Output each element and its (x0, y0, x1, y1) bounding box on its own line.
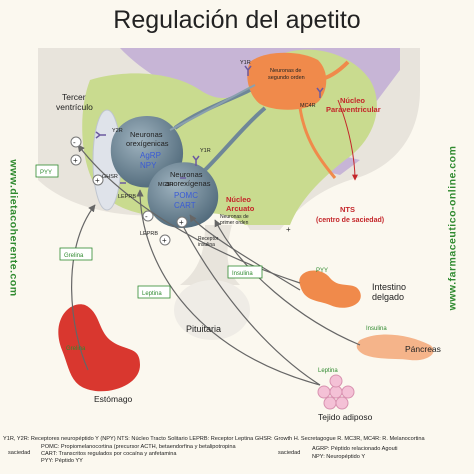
svg-text:LEPRB: LEPRB (118, 194, 136, 200)
svg-text:NPY: NPY (140, 161, 157, 170)
svg-text:CART: CART (174, 201, 196, 210)
svg-text:AgRP: AgRP (140, 151, 161, 160)
paraventricular-label: Núcleo (340, 96, 365, 105)
svg-text:Arcuato: Arcuato (226, 204, 255, 213)
svg-text:-: - (73, 138, 76, 147)
nts-label: NTS (340, 205, 355, 214)
sign-markers (70, 136, 188, 246)
leptina-box (137, 285, 171, 299)
svg-text:primer orden: primer orden (220, 220, 249, 226)
svg-text:Leptina: Leptina (318, 368, 338, 374)
pituitary (174, 280, 250, 340)
svg-text:(centro de saciedad): (centro de saciedad) (316, 217, 384, 224)
anorexigenas-label: Neuronas (170, 170, 203, 179)
svg-text:Receptor: Receptor (198, 236, 219, 242)
svg-text:Grelina: Grelina (64, 253, 84, 259)
svg-text:LEPRB: LEPRB (140, 231, 158, 237)
pyy-box (35, 164, 59, 178)
svg-text:anorexígenas: anorexígenas (165, 179, 211, 188)
tejido-label: Tejido adiposo (318, 412, 373, 422)
insulina-box (227, 265, 263, 279)
svg-text:Y2R: Y2R (112, 128, 123, 134)
svg-text:GHSR: GHSR (102, 174, 118, 180)
right-watermark: www.farmaceutico-online.com (446, 145, 459, 311)
svg-text:POMC: POMC (174, 191, 198, 200)
receptor-icons (95, 65, 324, 184)
svg-text:Insulina: Insulina (366, 326, 387, 332)
second-order-neuron (247, 52, 327, 110)
svg-text:+: + (179, 218, 184, 227)
svg-text:orexígenicas: orexígenicas (126, 139, 169, 148)
anorexigenic-neuron (147, 162, 219, 228)
orexigenicas-label: Neuronas (130, 130, 163, 139)
svg-text:Leptina: Leptina (142, 291, 162, 297)
page-title: Regulación del apetito (113, 6, 361, 34)
svg-text:-: - (145, 212, 148, 221)
stomach (58, 304, 140, 392)
pituitary-stalk (180, 225, 240, 285)
svg-text:MC3R: MC3R (158, 182, 174, 188)
intestine (299, 270, 361, 308)
tercer-ventriculo-label: Tercer (62, 92, 86, 102)
left-watermark: www.dietacoherente.com (7, 159, 20, 297)
pancreas-label: Páncreas (405, 344, 441, 354)
pancreas (356, 334, 434, 361)
intestino-label: Intestino (372, 282, 406, 292)
svg-text:delgado: delgado (372, 292, 404, 302)
svg-text:ventrículo: ventrículo (56, 102, 93, 112)
segundo-orden-label: Neuronas de (270, 68, 302, 74)
svg-text:Neuronas de: Neuronas de (220, 214, 249, 220)
pituitaria-label: Pituitaria (186, 324, 221, 334)
svg-text:segundo orden: segundo orden (268, 75, 305, 81)
svg-text:Y1R: Y1R (240, 60, 251, 66)
svg-text:+: + (95, 176, 100, 185)
svg-text:+: + (73, 156, 78, 165)
legend: Y1R, Y2R: Receptores neuropéptido Y (NPY… (3, 436, 425, 464)
svg-text:Insulina: Insulina (232, 271, 253, 277)
adipose-tissue (317, 374, 355, 410)
svg-text:insulina: insulina (198, 242, 215, 248)
svg-text:MC4R: MC4R (300, 103, 316, 109)
svg-text:PYY: PYY (316, 268, 328, 274)
svg-text:PYY: PYY (40, 170, 52, 176)
svg-text:Y1R: Y1R (200, 148, 211, 154)
svg-text:Grelina: Grelina (66, 346, 86, 352)
estomago-label: Estómago (94, 394, 133, 404)
grelina-box (59, 247, 93, 261)
svg-text:+: + (286, 225, 291, 234)
svg-text:Paraventricular: Paraventricular (326, 105, 381, 114)
svg-text:+: + (162, 236, 167, 245)
arcuato-label: Núcleo (226, 195, 251, 204)
